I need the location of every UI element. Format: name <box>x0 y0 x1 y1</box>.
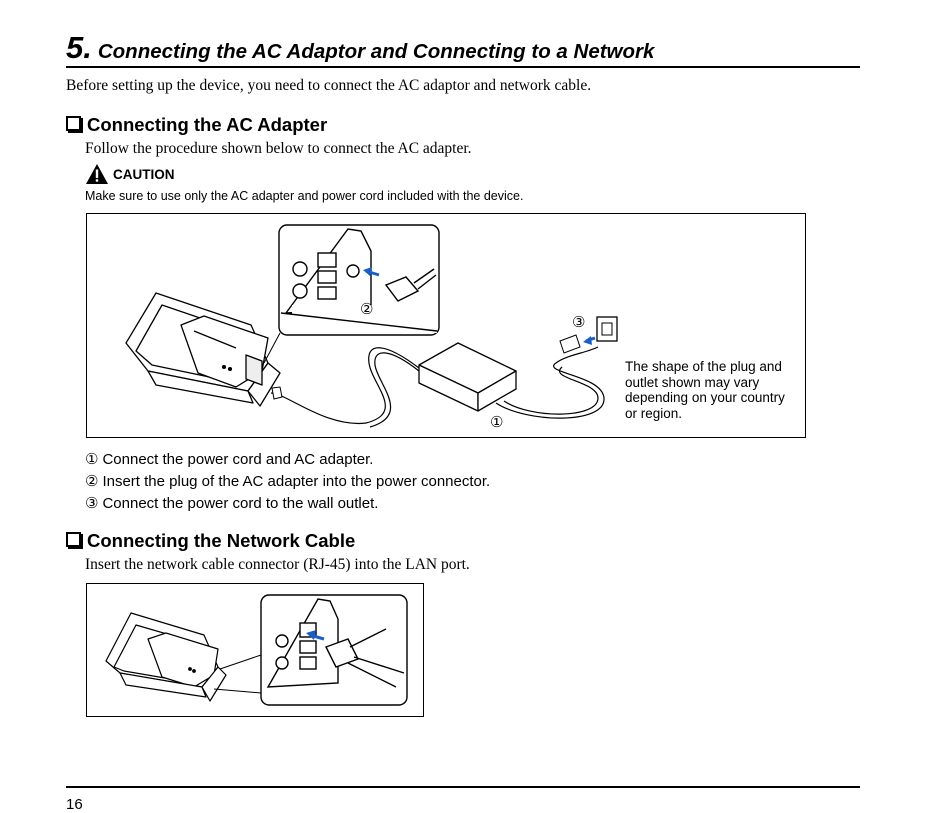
ac-adapter-illustration <box>124 223 618 428</box>
ac-adapter-figure: ② ③ ① The shape of the plug and outlet s… <box>86 213 806 438</box>
ac-instruction: Follow the procedure shown below to conn… <box>85 140 472 157</box>
scanner-illustration <box>124 291 281 407</box>
section-heading-network: Connecting the Network Cable <box>66 530 355 552</box>
ac-adapter-illustration <box>417 341 517 412</box>
step-number: ① <box>85 450 99 468</box>
plug-note-line: or region. <box>625 405 683 421</box>
chapter-rule <box>66 66 860 68</box>
caution-text: Make sure to use only the AC adapter and… <box>85 189 524 203</box>
chapter-number: 5. <box>66 30 92 65</box>
section-heading-ac: Connecting the AC Adapter <box>66 114 327 136</box>
page-number: 16 <box>66 796 83 813</box>
step-number: ② <box>85 472 99 490</box>
plug-note-line: outlet shown may vary <box>625 374 760 390</box>
callout-3: ③ <box>572 314 586 331</box>
plug-note-line: depending on your country <box>625 390 785 405</box>
network-cable-illustration <box>104 593 408 706</box>
step-text: Connect the power cord and AC adapter. <box>102 451 374 468</box>
footer-rule <box>66 786 860 788</box>
scanner-illustration <box>104 611 227 702</box>
plug-note: The shape of the plug and outlet shown m… <box>625 359 785 421</box>
section-heading-network-label: Connecting the Network Cable <box>87 530 356 551</box>
step-text: Connect the power cord to the wall outle… <box>102 495 379 512</box>
checkbox-icon <box>66 532 81 547</box>
network-cable-figure <box>86 583 424 717</box>
chapter-heading: Connecting the AC Adaptor and Connecting… <box>97 40 655 63</box>
callout-2: ② <box>360 301 374 318</box>
chapter-title: 5.Connecting the AC Adaptor and Connecti… <box>66 30 860 66</box>
intro-text: Before setting up the device, you need t… <box>66 77 592 94</box>
step-text: Insert the plug of the AC adapter into t… <box>102 473 491 490</box>
checkbox-icon <box>66 116 81 131</box>
section-heading-ac-label: Connecting the AC Adapter <box>87 114 328 135</box>
lan-port-inset <box>259 593 408 706</box>
step-number: ③ <box>85 494 99 512</box>
warning-triangle-icon <box>86 164 108 184</box>
plug-note-line: The shape of the plug and <box>625 359 782 374</box>
caution-label: CAUTION <box>113 167 175 182</box>
callout-1: ① <box>490 414 504 431</box>
network-instruction: Insert the network cable connector (RJ-4… <box>85 556 470 573</box>
power-connector-inset <box>277 223 440 336</box>
